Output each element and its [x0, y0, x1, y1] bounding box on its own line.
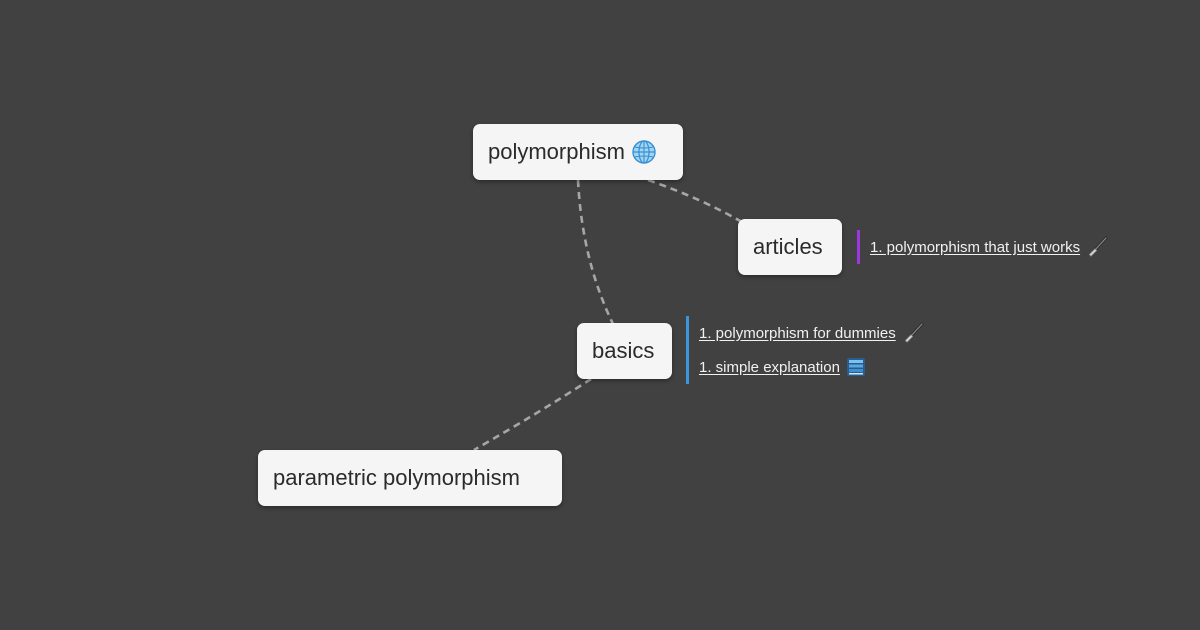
- node-polymorphism-label: polymorphism: [488, 139, 625, 164]
- node-basics[interactable]: basics: [577, 323, 672, 379]
- node-basics-label: basics: [592, 338, 655, 363]
- articles-links: 1. polymorphism that just works: [857, 230, 1110, 264]
- edge-basics-parametric: [473, 377, 592, 452]
- brush-icon: [1086, 235, 1110, 259]
- link-simple-explanation[interactable]: 1. simple explanation: [699, 358, 840, 376]
- edge-polymorphism-articles: [647, 178, 743, 224]
- edge-polymorphism-basics: [576, 179, 615, 325]
- node-polymorphism[interactable]: polymorphism: [473, 124, 683, 180]
- stack-icon: [846, 357, 866, 377]
- node-articles-label: articles: [753, 234, 823, 259]
- link-polymorphism-that-just-works[interactable]: 1. polymorphism that just works: [870, 238, 1081, 256]
- globe-icon: [631, 139, 657, 165]
- link-item[interactable]: 1. polymorphism for dummies: [699, 316, 926, 350]
- node-articles[interactable]: articles: [738, 219, 842, 275]
- link-item[interactable]: 1. polymorphism that just works: [870, 230, 1110, 264]
- brush-icon: [902, 321, 926, 345]
- link-item[interactable]: 1. simple explanation: [699, 350, 926, 384]
- node-parametric-label: parametric polymorphism: [273, 465, 520, 490]
- basics-links: 1. polymorphism for dummies 1. simple ex…: [686, 316, 926, 384]
- node-parametric-polymorphism[interactable]: parametric polymorphism: [258, 450, 562, 506]
- link-polymorphism-for-dummies[interactable]: 1. polymorphism for dummies: [699, 324, 896, 342]
